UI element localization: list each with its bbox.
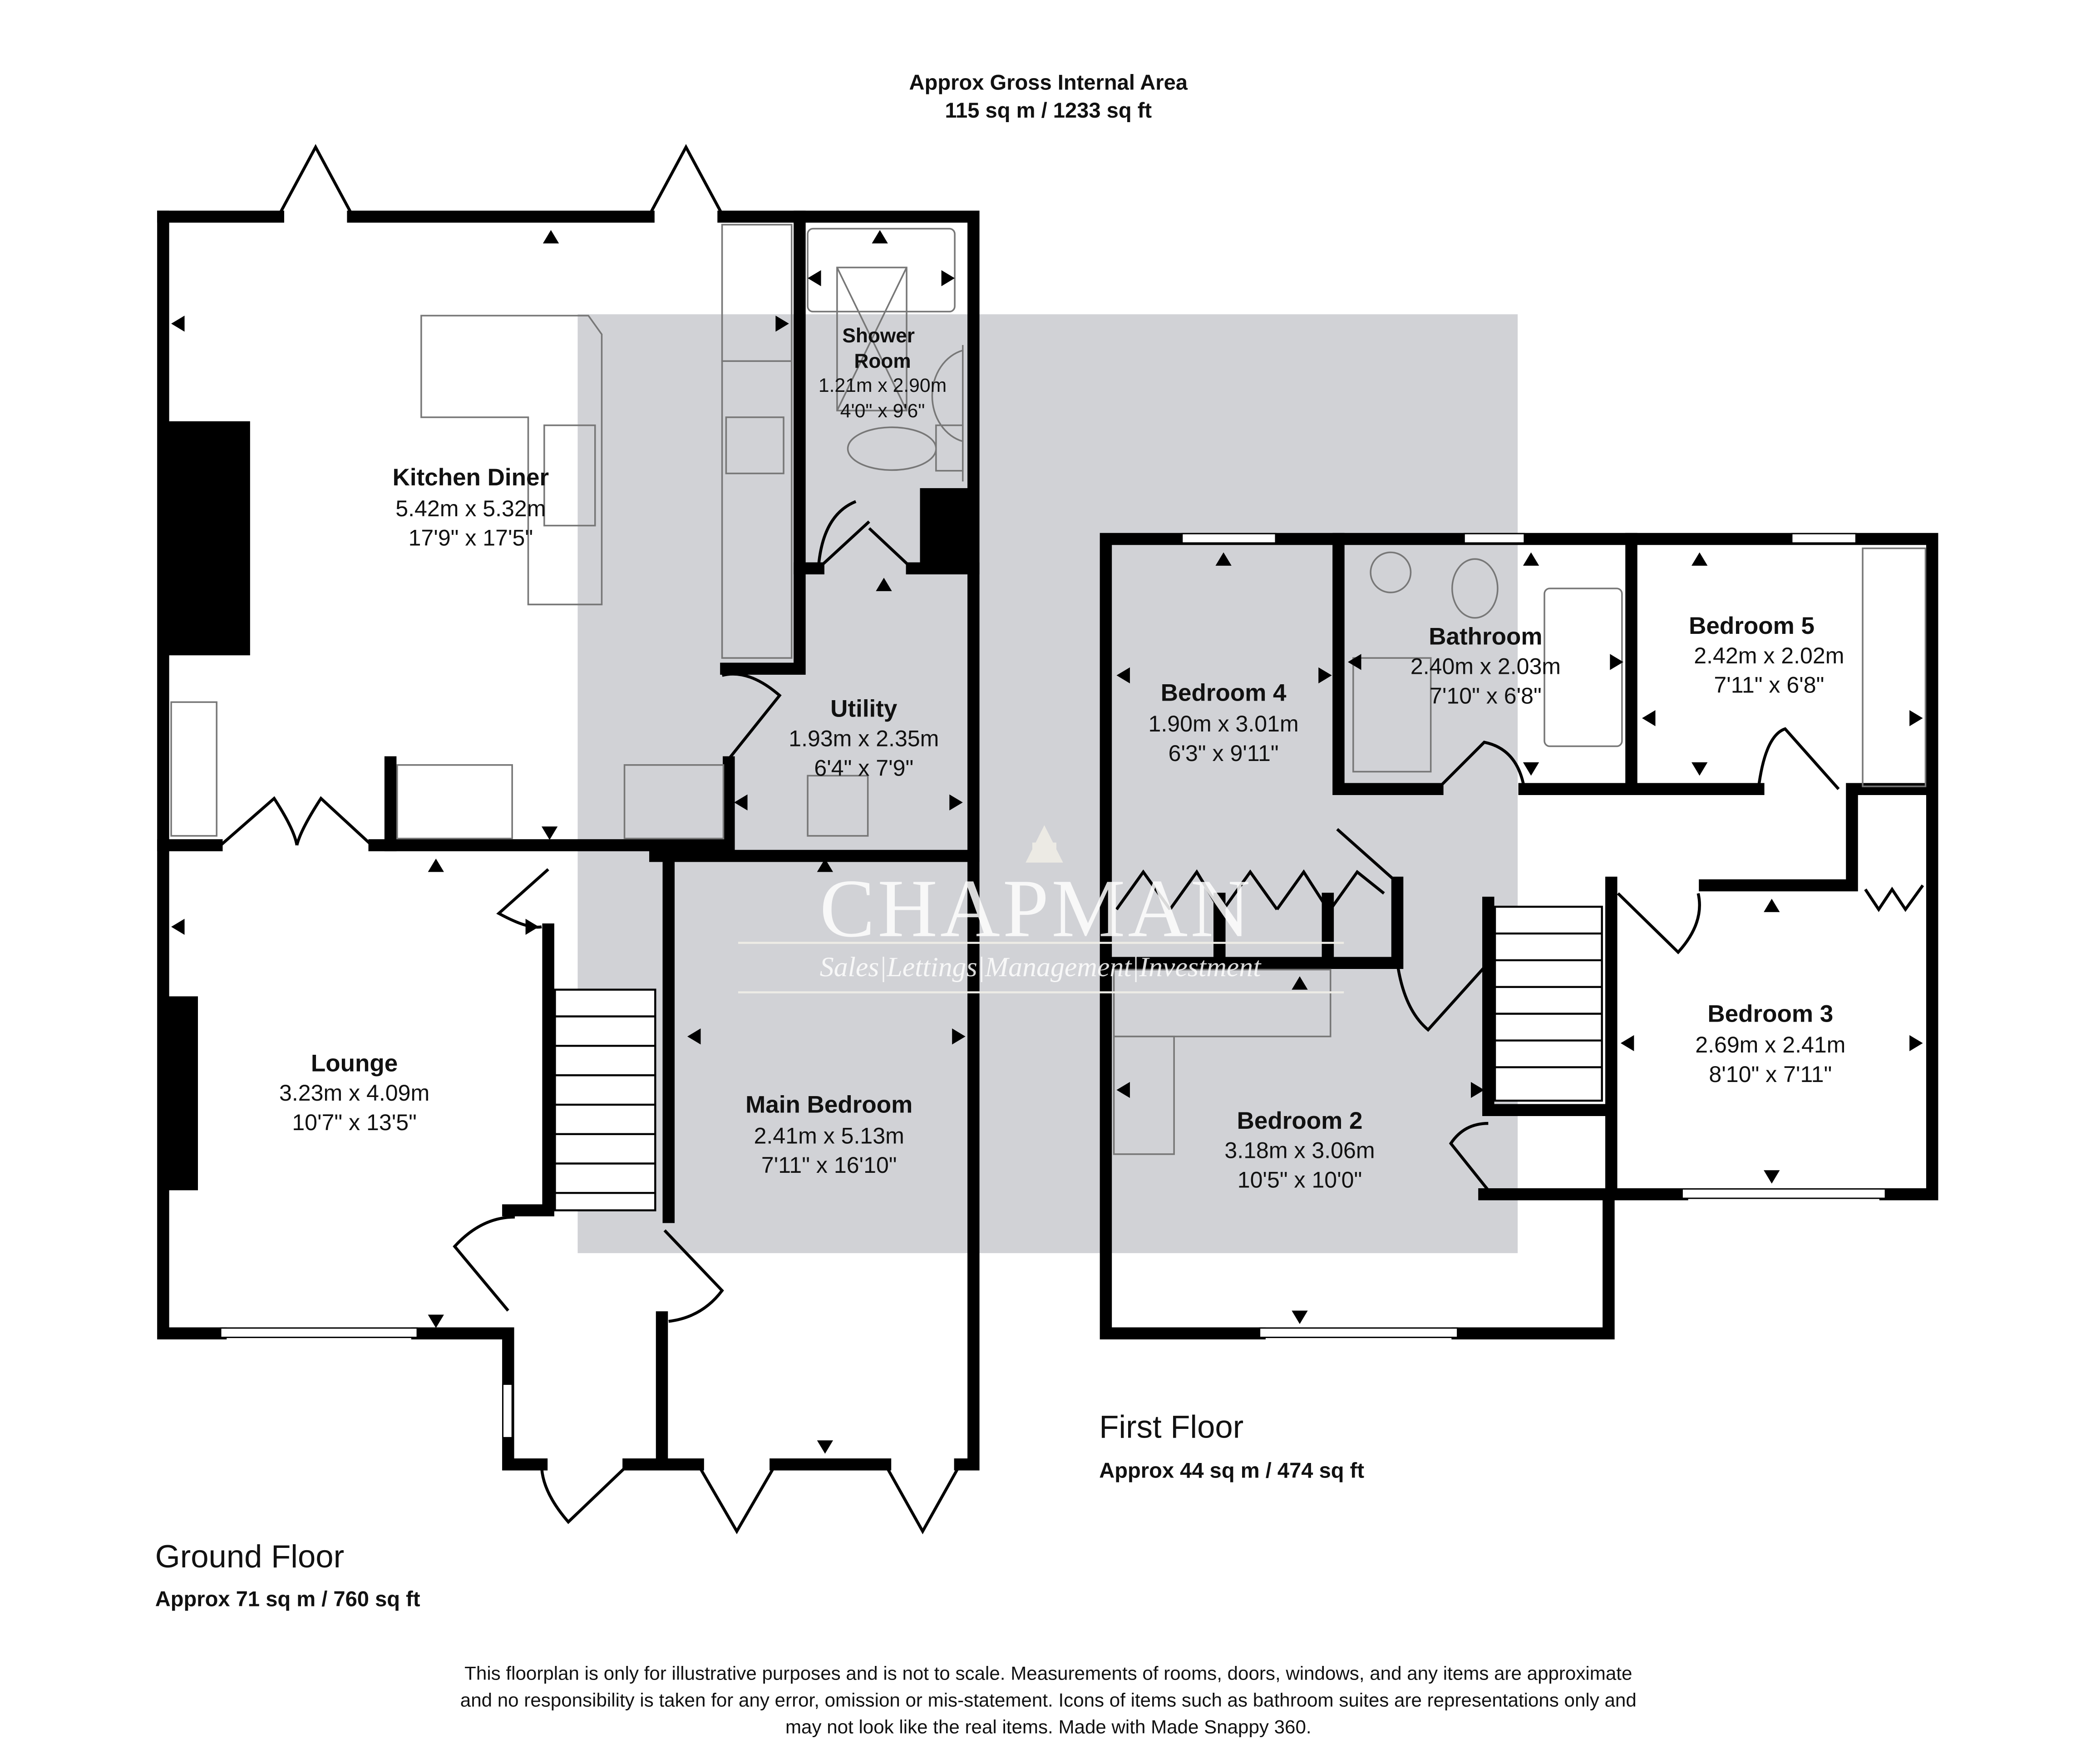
chimney-breast	[168, 996, 198, 1191]
room-metric: 2.40m x 2.03m	[1410, 653, 1561, 679]
room-metric: 3.18m x 3.06m	[1224, 1138, 1375, 1163]
toilet-icon	[847, 424, 964, 472]
disclaimer-line: This floorplan is only for illustrative …	[464, 1662, 1632, 1684]
ground-floor-plan: Kitchen Diner 5.42m x 5.32m 17'9" x 17'5…	[157, 144, 980, 1535]
room-name: Bedroom 2	[1237, 1107, 1363, 1134]
door	[721, 672, 782, 763]
room-name: Utility	[830, 696, 898, 722]
door-french	[276, 144, 725, 217]
room-metric: 5.42m x 5.32m	[395, 496, 546, 521]
worktop	[721, 360, 793, 659]
gross-area-value: 115 sq m / 1233 sq ft	[945, 98, 1152, 122]
room-name: Main Bedroom	[745, 1092, 912, 1118]
room-name: Bathroom	[1429, 623, 1542, 650]
room-imperial: 8'10" x 7'11"	[1709, 1062, 1832, 1087]
ground-floor-area: Approx 71 sq m / 760 sq ft	[155, 1586, 420, 1611]
room-imperial: 10'5" x 10'0"	[1238, 1167, 1362, 1193]
hob-icon	[725, 416, 784, 474]
shower-screen	[836, 267, 907, 412]
toilet-icon	[1451, 558, 1499, 619]
doors	[1115, 727, 1924, 1191]
room-imperial: 6'3" x 9'11"	[1169, 741, 1279, 766]
window	[502, 1384, 513, 1438]
room-metric: 1.21m x 2.90m	[819, 375, 947, 396]
ground-floor-label: Ground Floor	[155, 1538, 344, 1574]
room-metric: 2.42m x 2.02m	[1694, 643, 1844, 668]
door	[496, 868, 549, 929]
window	[220, 1327, 418, 1338]
sink-icon	[543, 424, 596, 527]
room-imperial: 17'9" x 17'5"	[409, 525, 533, 551]
wardrobe	[1113, 1035, 1175, 1155]
first-floor-label: First Floor	[1099, 1408, 1243, 1444]
room-name: Lounge	[311, 1050, 398, 1077]
door	[663, 1229, 724, 1323]
room-imperial: 4'0" x 9'6"	[840, 400, 925, 422]
shower-tray	[807, 227, 956, 313]
shower-tray	[1352, 657, 1432, 773]
wardrobe	[1113, 968, 1331, 1038]
hob-icon	[807, 775, 869, 837]
room-metric: 1.93m x 2.35m	[789, 726, 939, 751]
door	[453, 1216, 515, 1312]
room-imperial: 7'11" x 6'8"	[1714, 672, 1824, 698]
first-floor-plan: Bedroom 4 1.90m x 3.01m 6'3" x 9'11" Bat…	[1100, 533, 1938, 1339]
room-metric: 2.41m x 5.13m	[754, 1123, 904, 1148]
chimney-breast	[168, 421, 250, 656]
room-metric: 2.69m x 2.41m	[1695, 1032, 1845, 1057]
window	[1463, 533, 1525, 544]
door	[540, 1463, 630, 1524]
unit	[396, 764, 513, 840]
gross-area-title: Approx Gross Internal Area	[909, 70, 1188, 94]
disclaimer-line: may not look like the real items. Made w…	[785, 1716, 1312, 1737]
wall-block	[920, 488, 974, 568]
room-imperial: 6'4" x 7'9"	[814, 755, 913, 781]
watermark-brand: CHAPMAN	[820, 862, 1253, 954]
room-imperial: 7'11" x 16'10"	[761, 1152, 897, 1178]
window	[1259, 1327, 1459, 1338]
dimension-arrows	[171, 230, 966, 1454]
staircase	[554, 988, 656, 1211]
room-metric: 3.23m x 4.09m	[279, 1080, 429, 1106]
room-name: Shower	[842, 325, 915, 347]
door	[817, 500, 913, 570]
unit	[170, 701, 218, 837]
room-name: Room	[854, 350, 911, 372]
first-floor-area: Approx 44 sq m / 474 sq ft	[1099, 1458, 1364, 1482]
window	[1681, 1188, 1886, 1199]
room-name: Kitchen Diner	[393, 464, 549, 491]
watermark-tagline: Sales|Lettings|Management|Investment	[820, 952, 1262, 983]
watermark-logo: CHAPMAN Sales|Lettings|Management|Invest…	[738, 825, 1344, 993]
room-metric: 1.90m x 3.01m	[1149, 711, 1299, 736]
room-imperial: 10'7" x 13'5"	[292, 1110, 417, 1135]
wardrobe	[1862, 547, 1927, 787]
bath-icon	[1544, 588, 1623, 747]
window	[1791, 533, 1857, 544]
door-french	[696, 1463, 962, 1535]
unit	[623, 764, 725, 840]
room-imperial: 7'10" x 6'8"	[1430, 683, 1542, 708]
room-name: Bedroom 4	[1161, 679, 1287, 706]
room-name: Bedroom 5	[1689, 613, 1815, 639]
staircase	[1494, 905, 1603, 1102]
door	[219, 796, 373, 846]
room-name: Bedroom 3	[1707, 1000, 1833, 1027]
window	[1181, 533, 1277, 544]
basin-icon	[1370, 551, 1412, 593]
kitchen-worktop	[420, 315, 603, 606]
disclaimer-line: and no responsibility is taken for any e…	[460, 1689, 1637, 1710]
